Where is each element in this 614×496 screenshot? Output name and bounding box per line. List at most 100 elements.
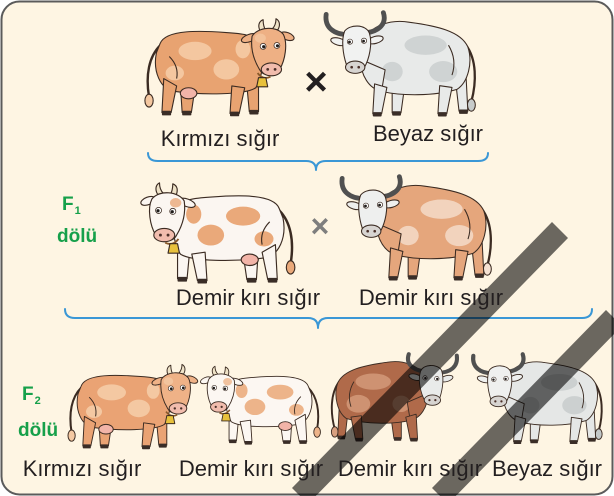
f1-generation-label: F1: [62, 194, 81, 222]
coat-patch: [146, 382, 160, 399]
head-patch: [163, 377, 174, 386]
f1-roan-cow-label: Demir kırı sığır: [175, 285, 321, 310]
f2-roan-bull-label: Demir kırı sığır: [337, 456, 483, 481]
nostril: [434, 398, 437, 402]
nostril: [180, 407, 183, 410]
coat-patch: [178, 41, 212, 61]
muzzle: [260, 62, 283, 77]
muzzle: [210, 401, 228, 413]
pupil: [436, 377, 439, 381]
pupil: [262, 45, 266, 49]
pupil: [504, 377, 507, 381]
tail: [307, 386, 320, 431]
coat-patch: [213, 59, 240, 80]
nostril: [173, 407, 176, 410]
nostril: [373, 229, 377, 233]
f2-white-bull-label: Beyaz sığır: [491, 456, 603, 481]
near-front-leg: [372, 83, 388, 115]
coat-patch: [355, 373, 391, 390]
coat-patch: [235, 39, 251, 59]
coat-patch: [86, 405, 102, 418]
horn: [178, 363, 186, 375]
muzzle: [423, 394, 441, 406]
f2-generation-subscript: 2: [34, 395, 41, 407]
head-patch: [254, 33, 266, 43]
bell: [221, 413, 231, 422]
coat-patch: [127, 399, 150, 418]
hoof: [437, 112, 447, 117]
hoof: [249, 109, 259, 115]
coat-patch: [97, 384, 126, 401]
coat-patch: [186, 204, 202, 224]
coat-patch: [197, 224, 225, 246]
f1-offspring-word: dölü: [57, 226, 98, 247]
pupil: [364, 204, 367, 208]
coat-patch: [404, 35, 447, 55]
tail-tuft: [330, 426, 339, 438]
head-patch: [169, 198, 182, 208]
nostril: [166, 233, 170, 237]
nostril: [350, 65, 353, 69]
hoof: [230, 111, 240, 117]
muzzle: [489, 395, 508, 408]
hoof: [100, 444, 109, 449]
bell: [167, 243, 181, 254]
coat-patch: [397, 225, 419, 246]
pupil: [212, 386, 216, 390]
f2-roan-cow-icon: [200, 365, 321, 445]
hoof: [82, 444, 91, 449]
udder: [98, 423, 114, 435]
hoof: [372, 112, 382, 117]
hoof: [513, 440, 522, 444]
horn: [211, 365, 219, 376]
parent-white-bull-icon: [323, 10, 476, 117]
f2-red-cow-label: Kırmızı sığır: [22, 456, 142, 481]
hoof: [246, 277, 257, 283]
coat-patch: [289, 403, 304, 416]
tail-tuft: [285, 260, 296, 275]
pupil: [169, 387, 173, 391]
hoof: [158, 443, 167, 448]
parent-red-cow-label: Kırmızı sığır: [160, 126, 280, 151]
pupil: [348, 40, 351, 44]
coat-patch: [562, 396, 587, 415]
hoof: [177, 276, 188, 282]
tail-tuft: [67, 429, 76, 442]
hip-line: [464, 208, 471, 240]
f1-generation-letter: F: [62, 194, 74, 215]
hoof: [267, 277, 278, 283]
nostril: [273, 67, 277, 71]
muzzle: [344, 60, 366, 74]
f1-roan-bull-label: Demir kırı sığır: [358, 285, 504, 310]
udder: [179, 87, 198, 100]
hoof: [569, 440, 578, 444]
pupil: [181, 386, 185, 390]
watermark-stroke: [432, 310, 614, 496]
coat-patch: [429, 61, 458, 83]
hoof: [299, 440, 307, 444]
parent-red-cow-icon: [144, 18, 295, 117]
hip-line: [261, 221, 271, 245]
hoof: [588, 437, 596, 442]
f1-cross-symbol: ×: [310, 208, 330, 244]
hip-line: [578, 382, 585, 409]
parents-bracket: [147, 152, 489, 171]
watermark-stroke: [292, 222, 568, 496]
near-hind-leg: [82, 415, 97, 447]
coat-patch: [381, 61, 403, 82]
parent-white-bull-label: Beyaz sığır: [372, 121, 484, 146]
hoof: [475, 273, 484, 278]
near-hind-leg: [294, 413, 308, 443]
parents-cross-symbol: ×: [304, 60, 328, 104]
bell: [256, 77, 269, 88]
nostril: [266, 67, 270, 71]
f2-roan-cow-label: Demir kırı sığır: [178, 456, 324, 481]
f2-roan-bull-icon: [330, 352, 459, 442]
hoof: [408, 275, 417, 280]
hip-line: [294, 396, 302, 415]
pupil: [170, 210, 174, 214]
hip-line: [448, 44, 455, 76]
f1-roan-cow-icon: [140, 182, 296, 284]
pupil: [223, 387, 227, 390]
